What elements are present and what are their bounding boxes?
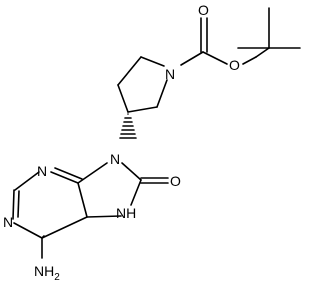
boc-group [180,17,257,66]
molecule-structure: N O O N N N O NH NH2 [3,2,301,283]
atom-nh2-label: NH [34,263,54,279]
pyrrolidine-ring [117,56,168,113]
atom-n3: N [37,163,47,179]
atom-n7h-label: NH [116,205,136,221]
pyrimidine-ring [12,167,88,259]
atom-n-pyrrolidine: N [165,66,175,82]
atom-o-carbonyl: O [198,2,209,18]
atom-o-c8: O [170,173,181,189]
hashed-wedge-bond [119,113,137,139]
atom-n9: N [110,151,120,167]
atom-n1: N [3,214,13,230]
tert-butyl-group [237,7,301,58]
atom-o-ester: O [229,57,240,73]
imidazolone-ring [77,162,169,218]
atom-n7h: NH [116,205,136,221]
atom-nh2-subscript: 2 [54,272,60,283]
atom-nh2: NH2 [34,263,60,283]
